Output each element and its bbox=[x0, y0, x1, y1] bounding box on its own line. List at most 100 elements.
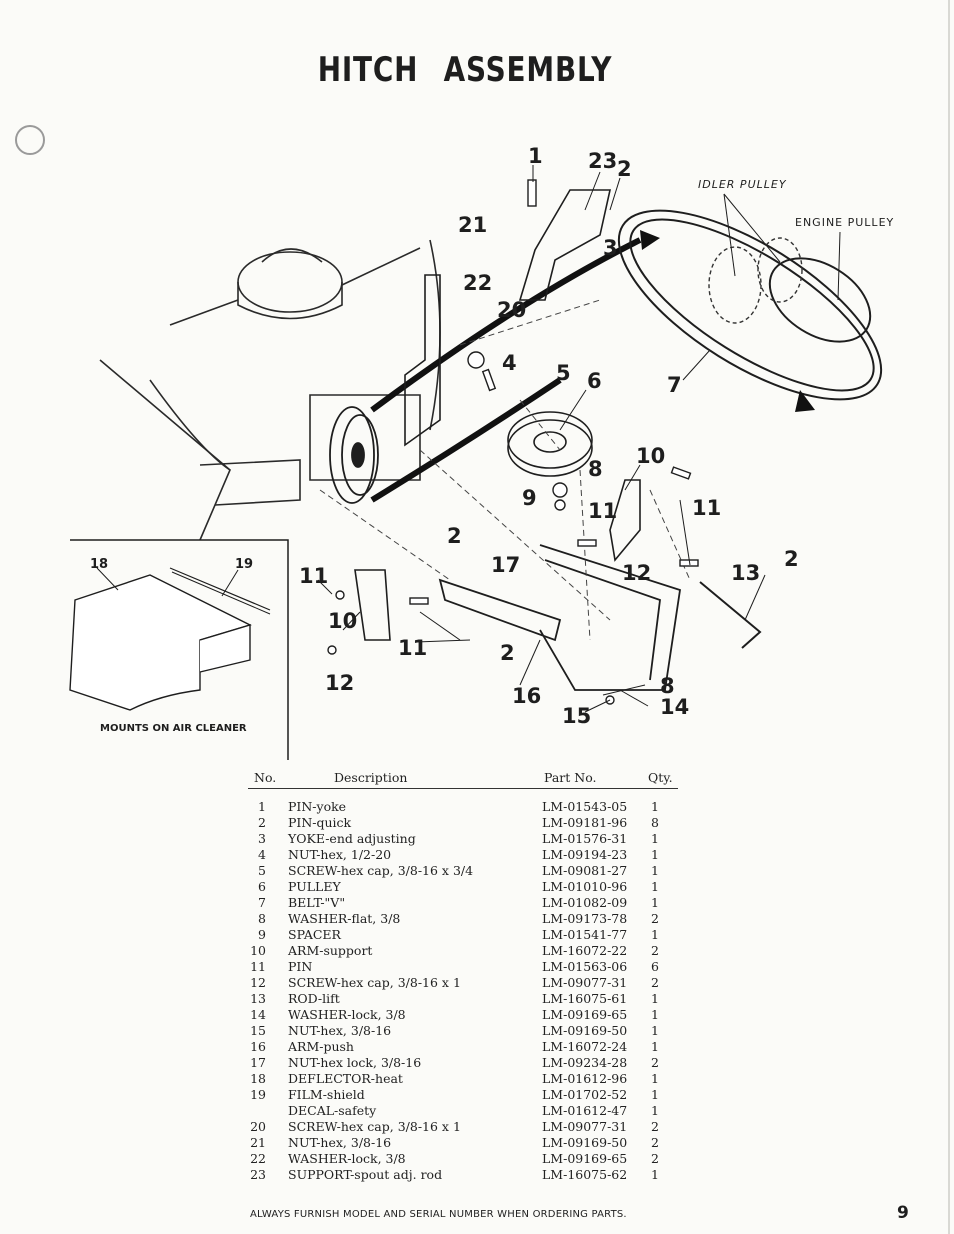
row-qty: 2 bbox=[651, 975, 659, 990]
row-qty: 1 bbox=[651, 1087, 659, 1102]
row-no: 8 bbox=[258, 911, 266, 926]
belt-arrows bbox=[640, 230, 815, 412]
row-no: 21 bbox=[250, 1135, 266, 1150]
engine-pulley-label: ENGINE PULLEY bbox=[795, 216, 894, 229]
callout-13: 13 bbox=[731, 561, 760, 585]
row-no: 3 bbox=[258, 831, 266, 846]
callout-21: 21 bbox=[458, 213, 487, 237]
row-part-no: LM-01082-09 bbox=[542, 895, 628, 910]
callout-15: 15 bbox=[562, 704, 591, 728]
page-edge bbox=[948, 0, 950, 1234]
row-description: PIN-yoke bbox=[288, 799, 347, 814]
row-no: 16 bbox=[250, 1039, 266, 1054]
row-qty: 1 bbox=[651, 879, 659, 894]
row-part-no: LM-16075-62 bbox=[542, 1167, 628, 1182]
row-qty: 1 bbox=[651, 991, 659, 1006]
row-description: SCREW-hex cap, 3/8-16 x 3/4 bbox=[288, 863, 474, 878]
callout-20: 20 bbox=[497, 298, 526, 322]
inset-callout-18: 18 bbox=[90, 557, 108, 572]
callout-11: 11 bbox=[588, 499, 617, 523]
callout-10: 10 bbox=[328, 609, 357, 633]
callout-2: 2 bbox=[617, 157, 632, 181]
callout-11: 11 bbox=[398, 636, 427, 660]
lift-rod bbox=[699, 581, 762, 649]
leader-lines bbox=[317, 165, 841, 713]
row-part-no: LM-09081-27 bbox=[542, 863, 628, 878]
row-no: 18 bbox=[250, 1071, 266, 1086]
row-qty: 8 bbox=[651, 815, 659, 830]
row-description: ARM-push bbox=[288, 1039, 354, 1054]
callout-16: 16 bbox=[512, 684, 541, 708]
row-part-no: LM-01541-77 bbox=[542, 927, 628, 942]
row-description: YOKE-end adjusting bbox=[288, 831, 416, 846]
row-no: 4 bbox=[258, 847, 266, 862]
row-part-no: LM-16072-24 bbox=[542, 1039, 628, 1054]
row-no: 6 bbox=[258, 879, 266, 894]
row-no: 11 bbox=[250, 959, 266, 974]
row-part-no: LM-16072-22 bbox=[542, 943, 628, 958]
row-description: NUT-hex, 3/8-16 bbox=[288, 1023, 392, 1038]
row-part-no: LM-09169-50 bbox=[542, 1135, 628, 1150]
row-qty: 1 bbox=[651, 847, 659, 862]
row-no: 7 bbox=[258, 895, 266, 910]
row-qty: 1 bbox=[651, 831, 659, 846]
callout-1: 1 bbox=[528, 144, 543, 168]
parts-table-header: No. Description Part No. Qty. bbox=[248, 768, 678, 789]
row-description: WASHER-lock, 3/8 bbox=[288, 1151, 406, 1166]
inset-callout-19: 19 bbox=[235, 557, 253, 572]
row-qty: 2 bbox=[651, 1119, 659, 1134]
callout-22: 22 bbox=[463, 271, 492, 295]
hardware-parts bbox=[327, 179, 699, 705]
row-part-no: LM-01612-47 bbox=[542, 1103, 628, 1118]
callout-23: 23 bbox=[588, 149, 617, 173]
table-row: 16 ARM-push LM-16072-24 1 bbox=[248, 1039, 678, 1055]
support-arm bbox=[354, 189, 641, 641]
row-description: ARM-support bbox=[288, 943, 373, 958]
row-no: 19 bbox=[250, 1087, 266, 1102]
callout-14: 14 bbox=[660, 695, 689, 719]
row-qty: 1 bbox=[651, 1039, 659, 1054]
row-no: 9 bbox=[258, 927, 266, 942]
header-part-no: Part No. bbox=[544, 770, 597, 785]
row-qty: 1 bbox=[651, 799, 659, 814]
row-part-no: LM-09169-65 bbox=[542, 1151, 628, 1166]
row-qty: 1 bbox=[651, 895, 659, 910]
callout-12: 12 bbox=[622, 561, 651, 585]
row-part-no: LM-01563-06 bbox=[542, 959, 628, 974]
row-description: NUT-hex, 3/8-16 bbox=[288, 1135, 392, 1150]
row-description: NUT-hex, 1/2-20 bbox=[288, 847, 392, 862]
row-description: PIN-quick bbox=[288, 815, 352, 830]
callout-6: 6 bbox=[587, 369, 602, 393]
row-description: ROD-lift bbox=[288, 991, 340, 1006]
row-no: 10 bbox=[250, 943, 266, 958]
row-part-no: LM-09181-96 bbox=[542, 815, 628, 830]
row-qty: 1 bbox=[651, 1007, 659, 1022]
row-qty: 6 bbox=[651, 959, 659, 974]
callout-9: 9 bbox=[522, 486, 537, 510]
row-description: PIN bbox=[288, 959, 313, 974]
row-qty: 2 bbox=[651, 1055, 659, 1070]
callout-4: 4 bbox=[502, 351, 517, 375]
row-no: 22 bbox=[250, 1151, 266, 1166]
drive-pulley bbox=[329, 406, 379, 504]
row-part-no: LM-16075-61 bbox=[542, 991, 628, 1006]
hitch-assembly-diagram: 1 23 2 21 3 22 20 4 5 6 7 10 8 9 11 11 2… bbox=[15, 125, 894, 760]
belt-loop bbox=[617, 209, 883, 401]
row-description: SPACER bbox=[288, 927, 341, 942]
row-part-no: LM-01702-52 bbox=[542, 1087, 628, 1102]
row-part-no: LM-01010-96 bbox=[542, 879, 628, 894]
row-description: SUPPORT-spout adj. rod bbox=[288, 1167, 443, 1182]
row-qty: 1 bbox=[651, 863, 659, 878]
row-description: DECAL-safety bbox=[288, 1103, 377, 1118]
